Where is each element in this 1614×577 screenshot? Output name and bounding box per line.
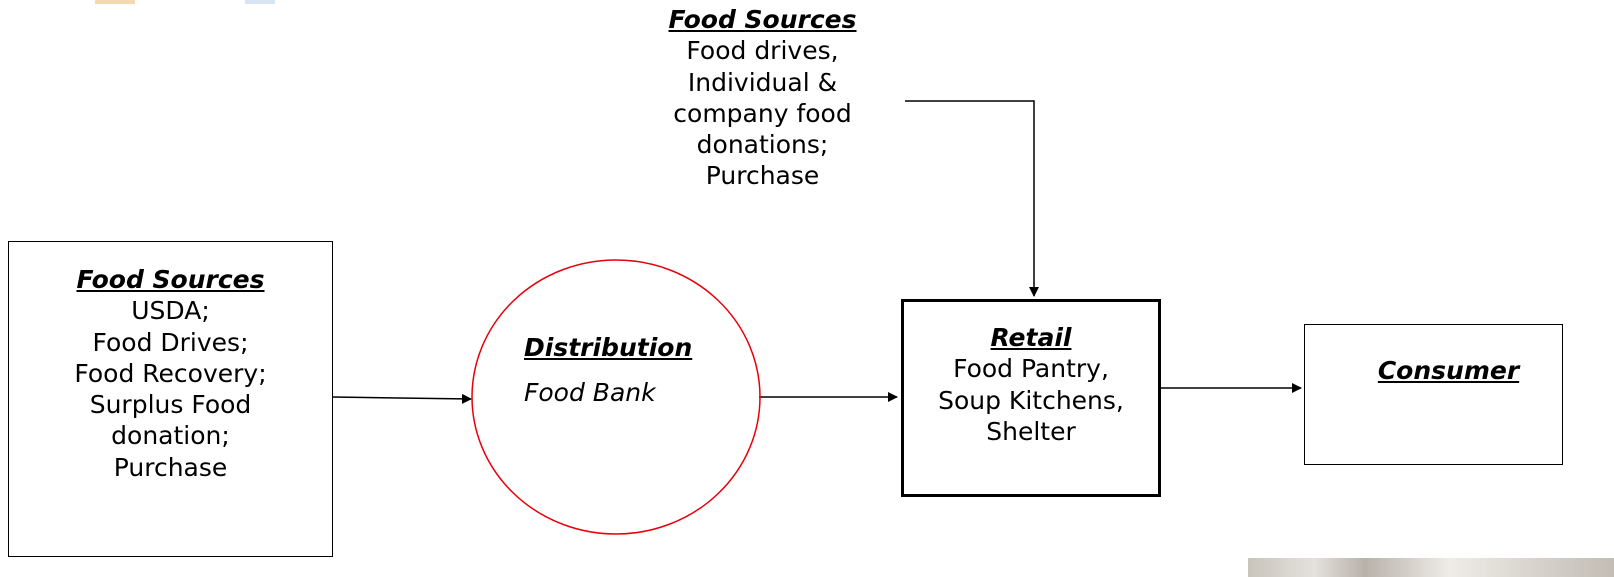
left-food-sources-line: USDA; [131, 296, 210, 326]
top-food-sources-line: company food [673, 98, 852, 128]
retail-title: Retail [990, 323, 1072, 352]
arrow-top-sources-to-retail [905, 100, 1039, 297]
left-food-sources-title: Food Sources [76, 265, 265, 294]
consumer-box: Consumer [1304, 324, 1563, 465]
arrow-sources-to-distribution [332, 393, 472, 404]
photo-thumbnail [1248, 558, 1614, 577]
left-food-sources-line: Surplus Food [89, 390, 252, 419]
top-food-sources-line: Food drives, [686, 36, 839, 66]
top-food-sources-line: donations; [696, 130, 829, 159]
distribution-subtitle: Food Bank [524, 378, 656, 408]
left-food-sources-line: Purchase [113, 452, 228, 482]
top-food-sources-line: Purchase [705, 161, 820, 191]
top-food-sources: Food Sources Food drives, Individual & c… [620, 4, 905, 192]
retail-line: Soup Kitchens, [938, 385, 1124, 415]
distribution-ellipse [471, 259, 761, 535]
left-food-sources-line: Food Recovery; [74, 358, 267, 388]
retail-line: Food Pantry, [953, 354, 1109, 384]
top-edge-mark [245, 0, 275, 4]
left-food-sources-line: donation; [111, 421, 230, 451]
top-edge-mark [95, 0, 135, 4]
consumer-title: Consumer [1377, 356, 1520, 385]
retail-box: Retail Food Pantry, Soup Kitchens, Shelt… [901, 299, 1161, 497]
top-food-sources-title: Food Sources [668, 5, 857, 34]
left-food-sources-box: Food Sources USDA; Food Drives; Food Rec… [8, 241, 333, 557]
distribution-node: Distribution Food Bank [510, 332, 715, 409]
distribution-spacer [524, 363, 715, 377]
left-food-sources-line: Food Drives; [92, 327, 249, 357]
retail-line: Shelter [986, 416, 1076, 446]
top-food-sources-line: Individual & [687, 67, 838, 97]
distribution-title: Distribution [524, 333, 693, 362]
